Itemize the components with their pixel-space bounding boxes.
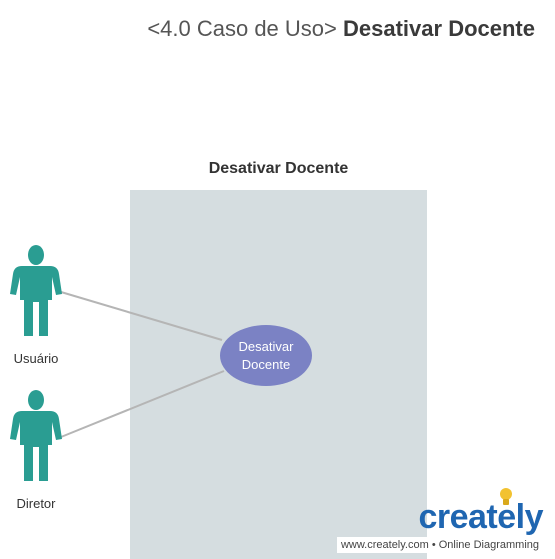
- actor-diretor-icon[interactable]: [10, 389, 62, 483]
- use-case-label-line1: Desativar: [238, 338, 294, 354]
- actor-diretor-label: Diretor: [16, 496, 56, 511]
- system-boundary-title: Desativar Docente: [208, 160, 349, 177]
- diagram-title: <4.0 Caso de Uso> Desativar Docente: [147, 16, 535, 42]
- actor-usuario-label: Usuário: [13, 351, 59, 366]
- creately-watermark: creately www.creately.com • Online Diagr…: [336, 488, 543, 553]
- use-case-desativar-docente[interactable]: Desativar Docente: [220, 325, 312, 386]
- creately-site-text: www.creately.com • Online Diagramming: [336, 537, 543, 553]
- use-case-label-line2: Docente: [241, 356, 291, 372]
- creately-logo: creately: [337, 488, 543, 536]
- actor-usuario-icon[interactable]: [10, 244, 62, 338]
- diagram-title-main: Desativar Docente: [343, 16, 535, 41]
- connector-diretor[interactable]: [60, 370, 225, 438]
- connector-usuario[interactable]: [60, 291, 223, 341]
- creately-brand-text: creately: [418, 498, 543, 536]
- lightbulb-icon: [500, 488, 512, 505]
- diagram-title-prefix: <4.0 Caso de Uso>: [147, 16, 337, 41]
